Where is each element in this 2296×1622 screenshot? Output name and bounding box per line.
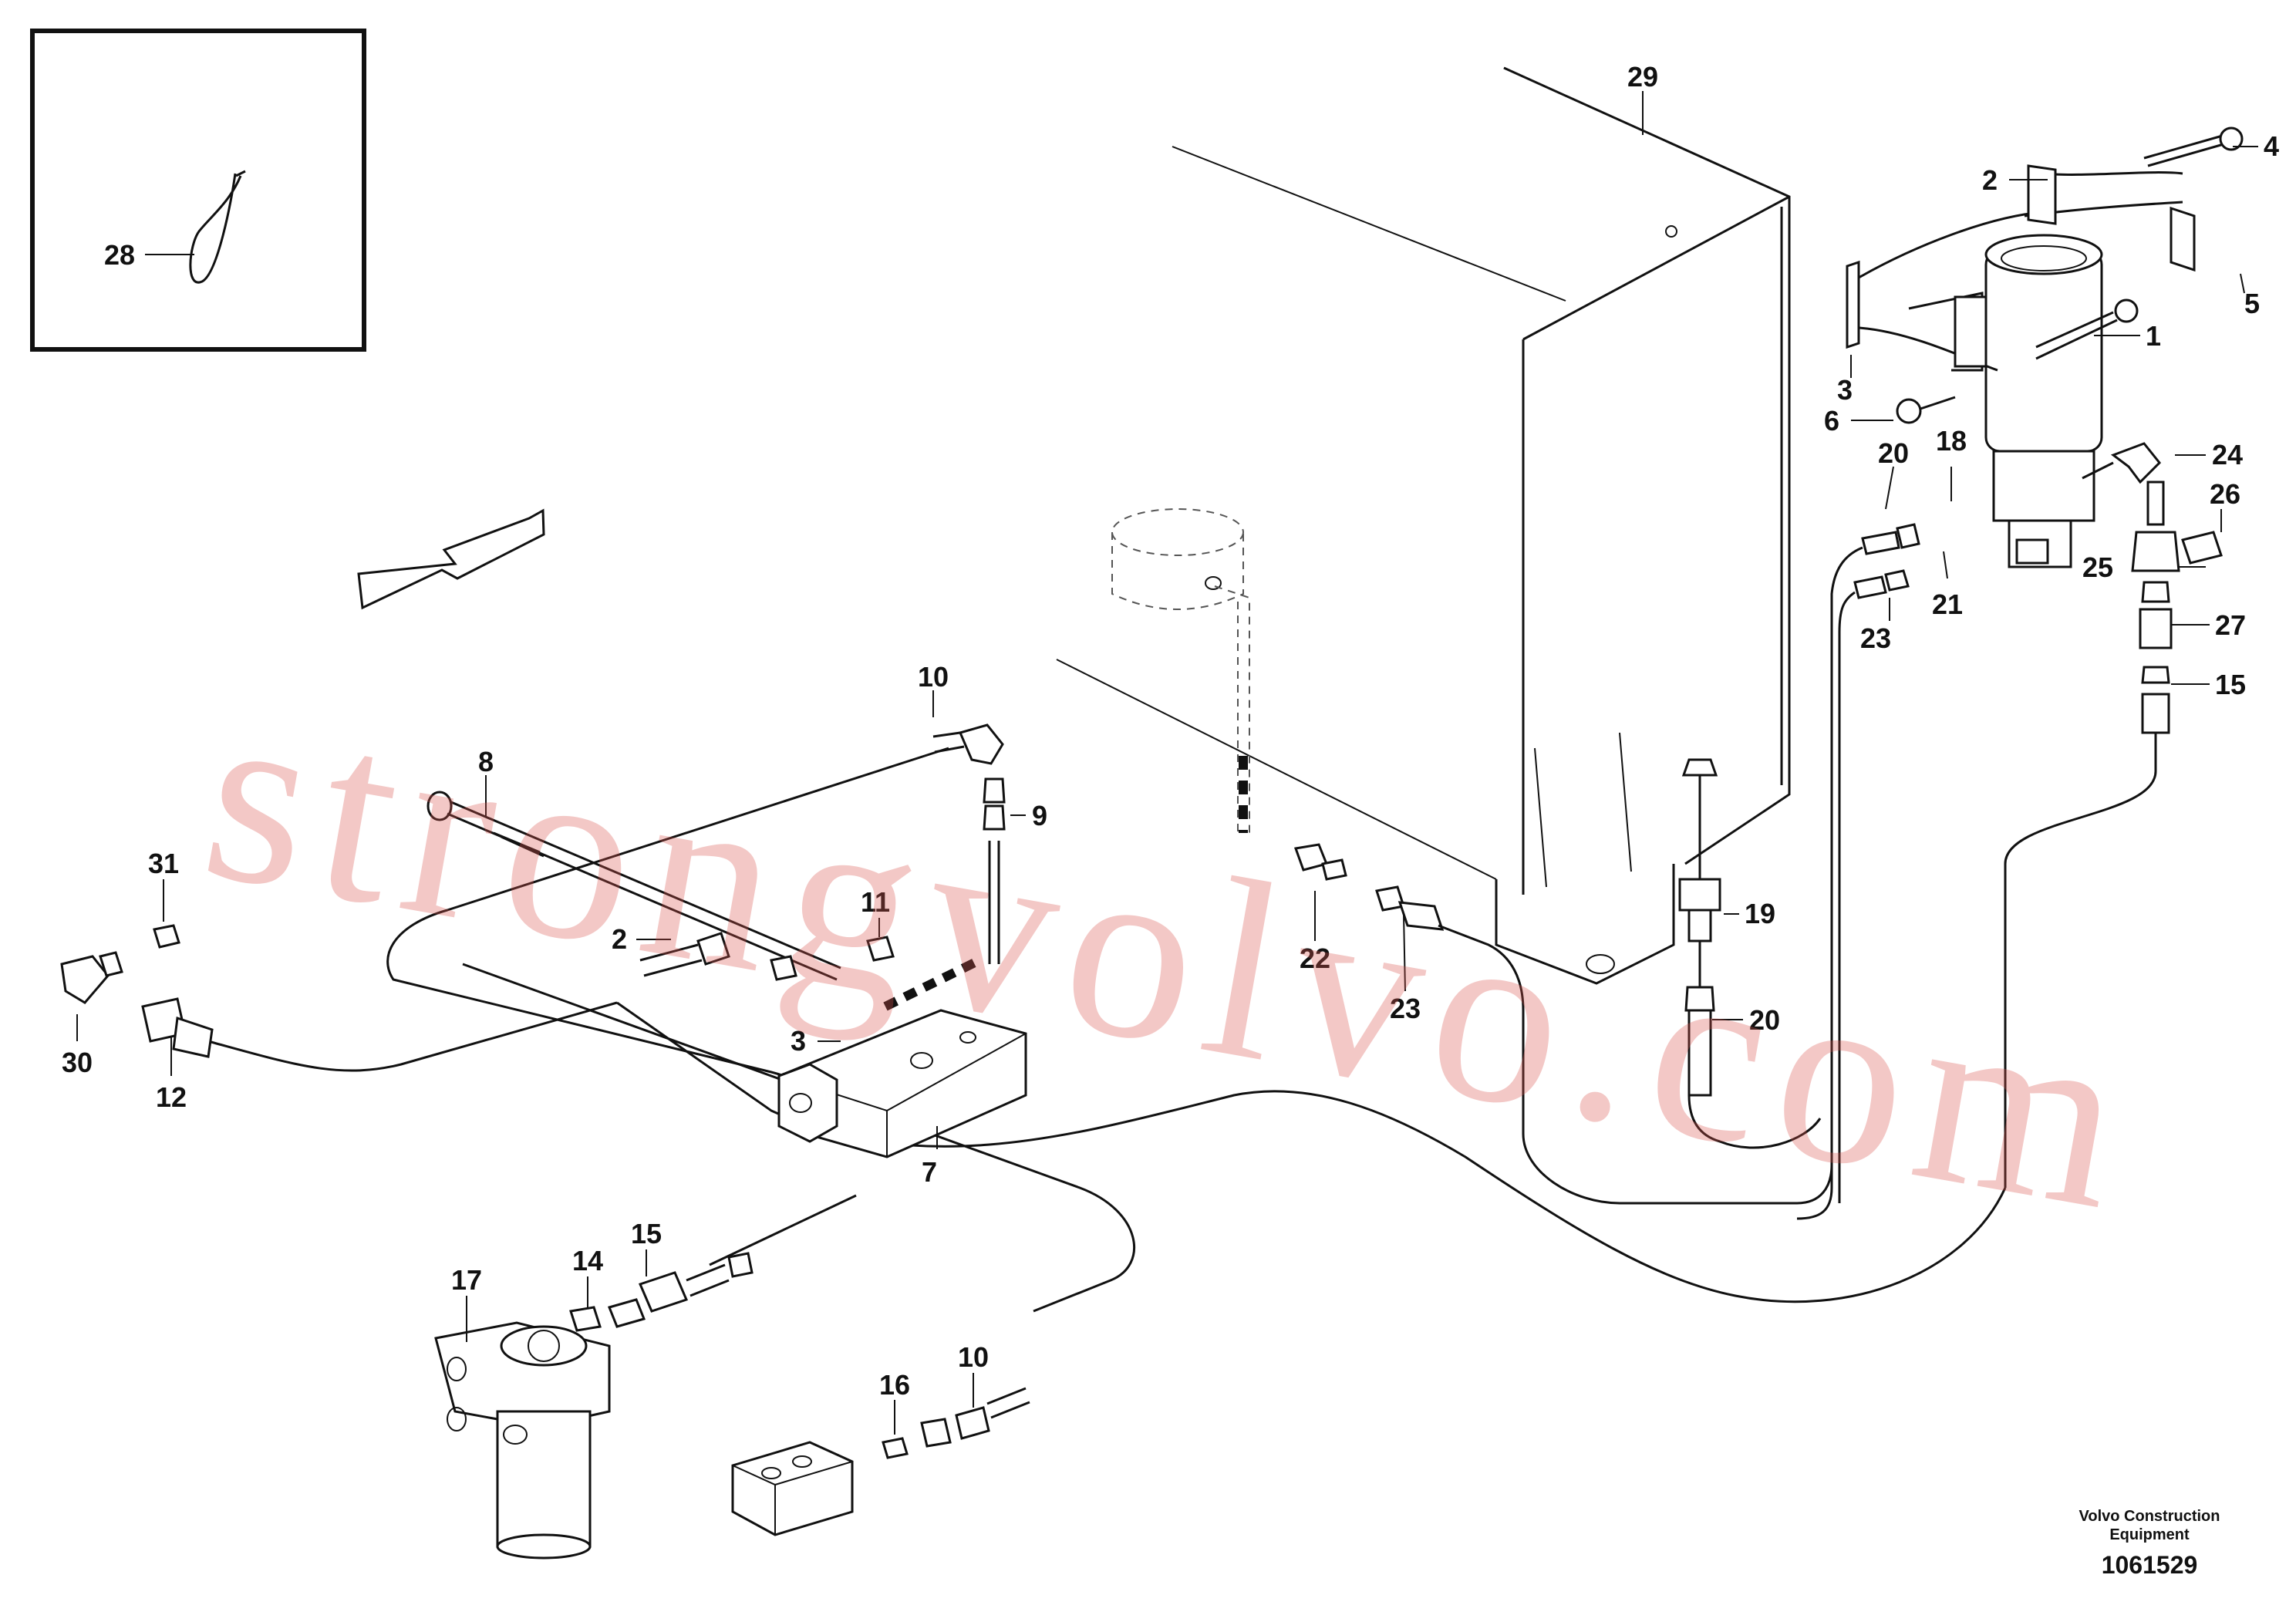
callout-label: 25 [2082, 551, 2113, 583]
callout-label: 2 [612, 923, 627, 955]
callout-label: 10 [958, 1341, 989, 1373]
callout-label: 23 [1390, 993, 1421, 1024]
callout-label: 8 [478, 746, 494, 777]
filter-assembly [1846, 126, 2244, 568]
callout-label: 22 [1300, 943, 1330, 974]
direction-arrow-outline [357, 508, 545, 610]
dashed-reservoir [1111, 508, 1250, 837]
publisher-credit-line-1: Volvo Construction [2079, 1508, 2220, 1525]
callout-label: 6 [1824, 405, 1839, 437]
callout-label: 31 [148, 848, 179, 879]
callout-label: 4 [2264, 130, 2279, 162]
fittings-right [1796, 442, 2223, 1220]
callout-label: 9 [1032, 800, 1047, 831]
callout-label: 1 [2146, 320, 2161, 352]
callout-label: 26 [2210, 478, 2240, 510]
callout-label: 10 [918, 661, 949, 693]
callout-label: 14 [572, 1245, 603, 1276]
callout-labels: 29 4 2 5 1 3 6 20 18 24 26 25 23 21 27 1… [62, 61, 2279, 1401]
callout-label: 15 [631, 1218, 662, 1249]
fittings-center [1293, 758, 1833, 1205]
valve-block [777, 841, 1027, 1158]
callout-label: 15 [2215, 669, 2246, 700]
callout-label: 12 [156, 1081, 187, 1113]
callout-label: 7 [922, 1156, 937, 1188]
callout-label: 18 [1936, 425, 1967, 457]
callout-label: 28 [104, 239, 135, 271]
callout-label: 11 [861, 886, 890, 918]
callout-label: 3 [1837, 374, 1853, 406]
callout-label: 30 [62, 1047, 93, 1078]
cable-tie-part [189, 170, 246, 284]
callout-label: 20 [1749, 1004, 1780, 1036]
callout-label: 27 [2215, 609, 2246, 641]
detail-inset [30, 29, 366, 352]
hydraulic-tank [1056, 66, 1791, 985]
callout-label: 2 [1982, 164, 1998, 196]
leader-lines [76, 91, 2258, 1435]
document-number: 1061529 [2102, 1551, 2198, 1579]
callout-label: 17 [451, 1264, 482, 1296]
fittings-left [60, 723, 1006, 1058]
callout-label: 29 [1627, 61, 1658, 93]
steering-unit [434, 1252, 754, 1560]
watermark-text: strongvolvo.com [187, 649, 2156, 1266]
callout-label: 3 [791, 1025, 806, 1057]
callout-label: 5 [2244, 288, 2260, 319]
callout-label: 20 [1878, 437, 1909, 469]
callout-label: 21 [1932, 588, 1963, 620]
callout-label: 23 [1860, 622, 1891, 654]
callout-label: 19 [1745, 898, 1775, 929]
publisher-credit-line-2: Equipment [2109, 1526, 2190, 1543]
callout-label: 24 [2212, 439, 2243, 470]
connection-block [731, 1387, 1030, 1536]
callout-label: 16 [879, 1369, 910, 1401]
